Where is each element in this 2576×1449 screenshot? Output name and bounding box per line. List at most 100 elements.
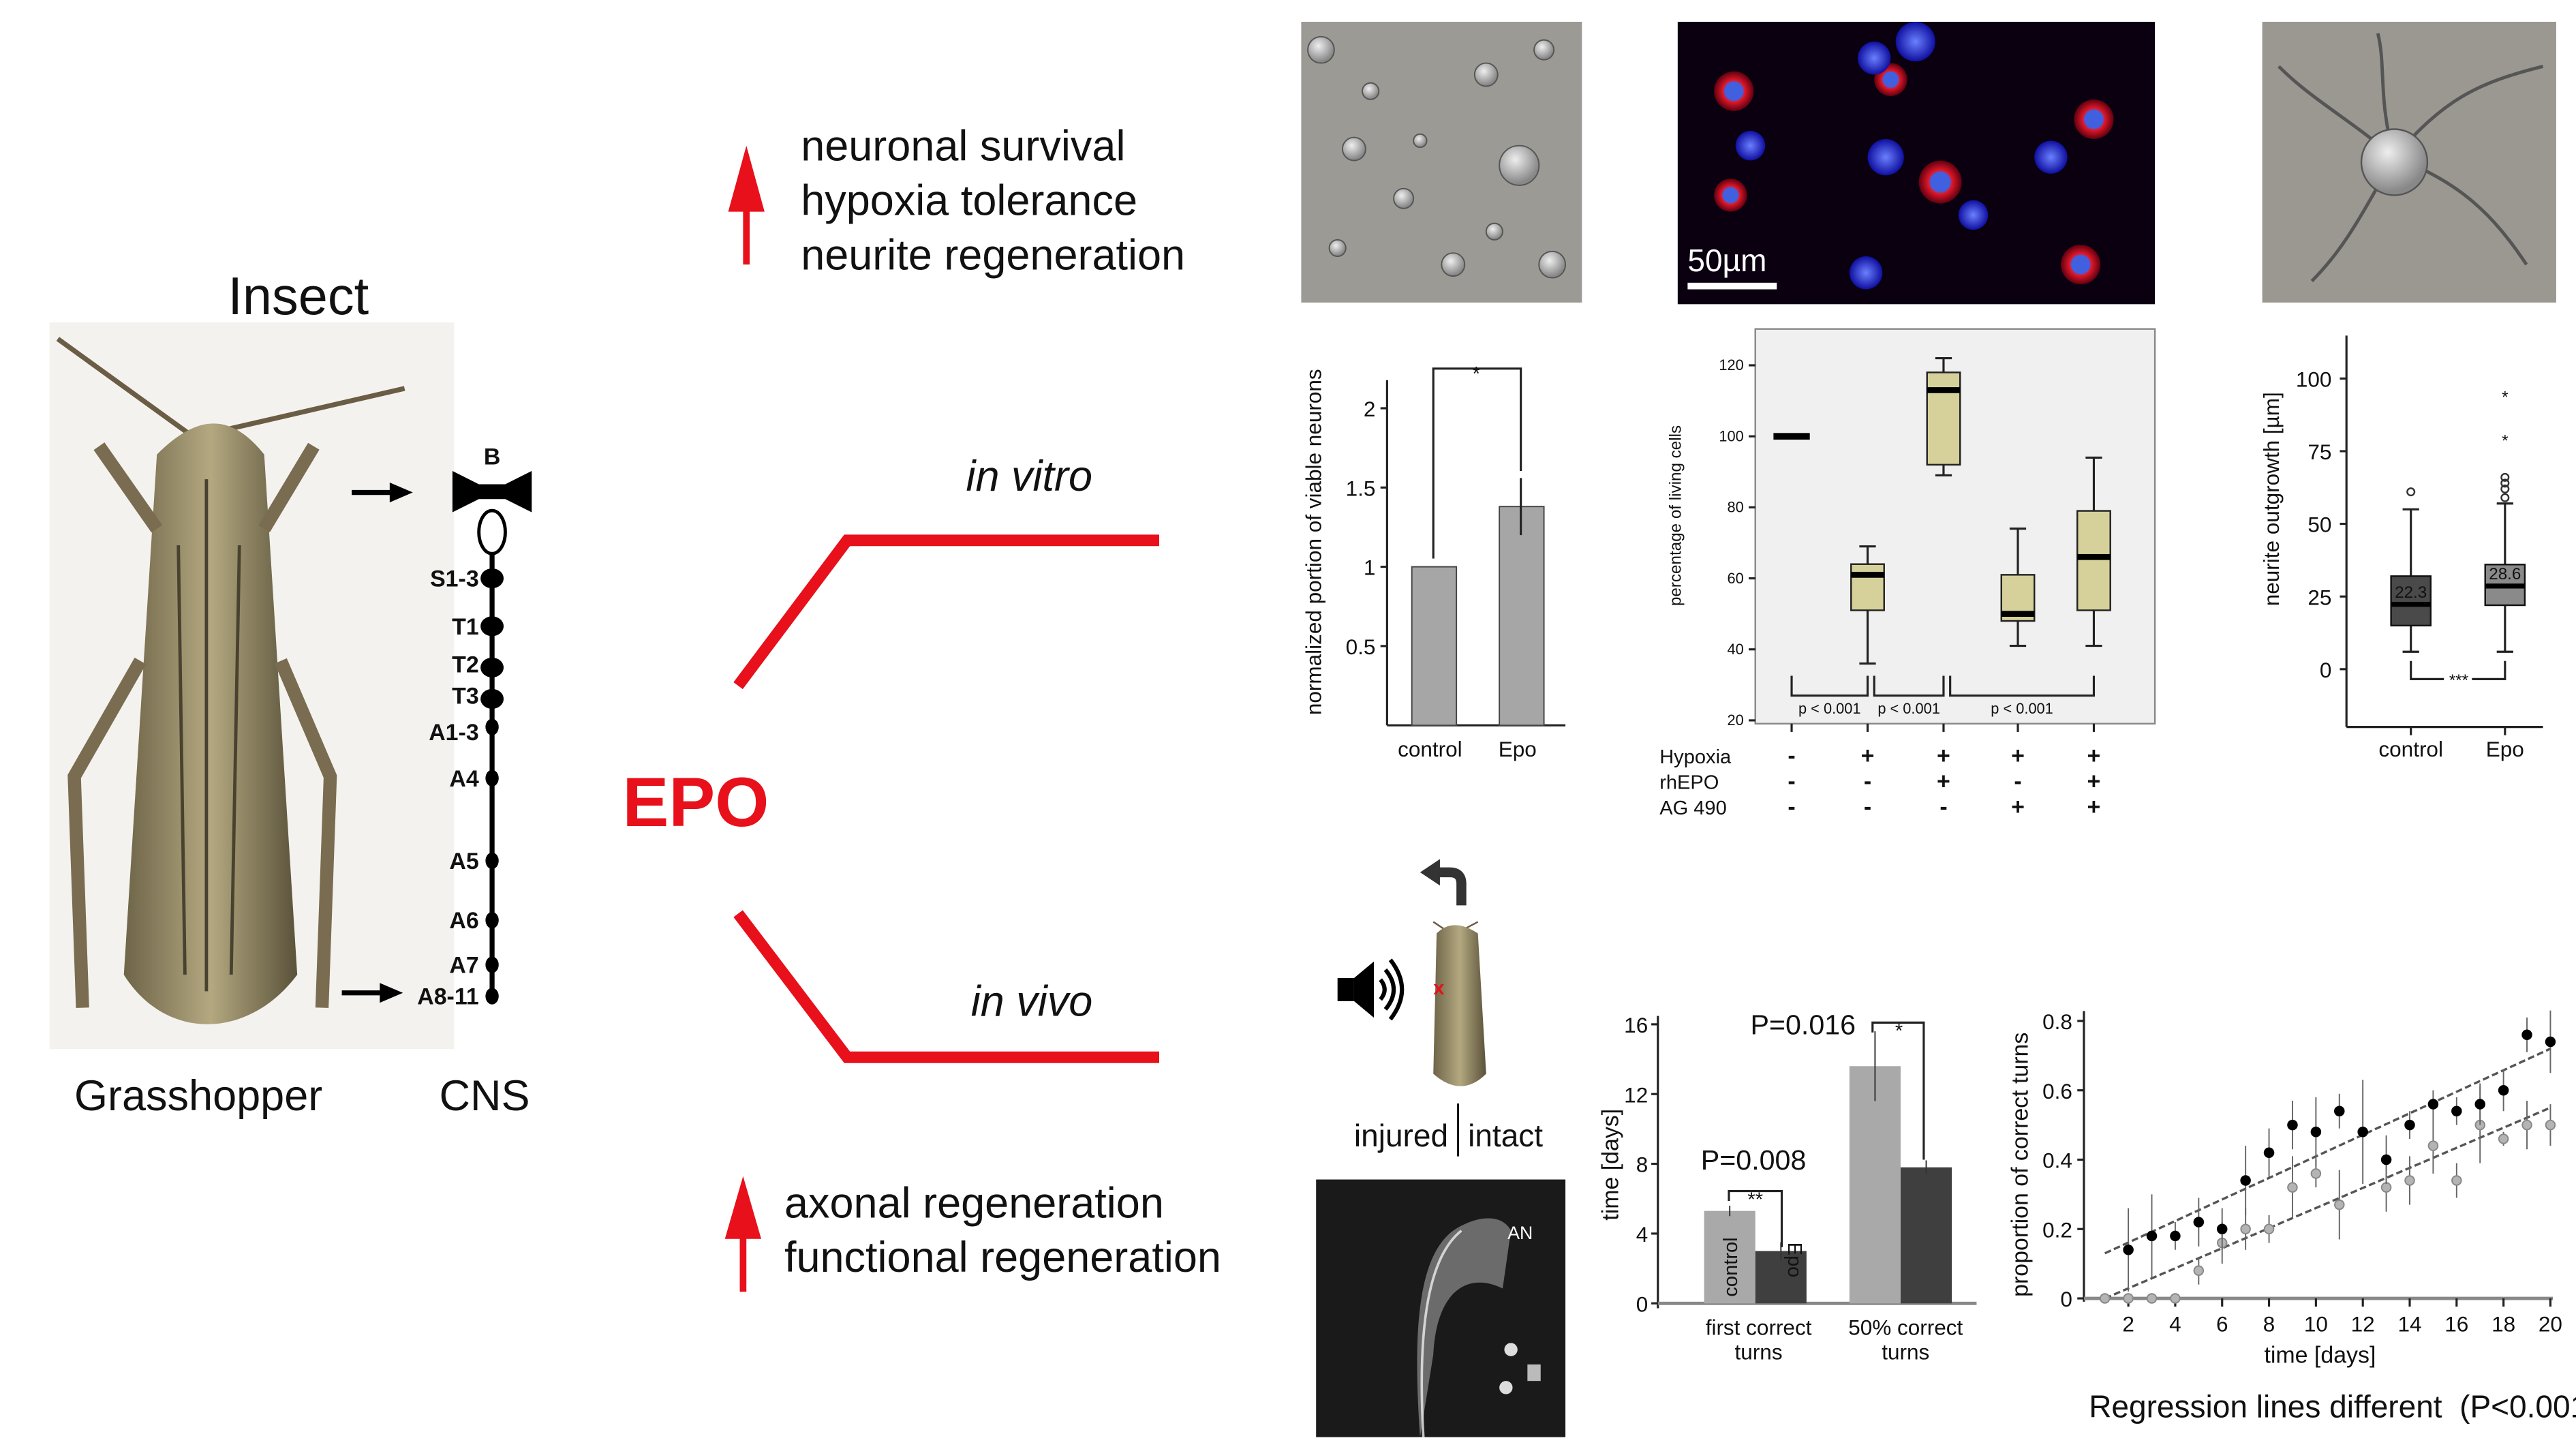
micrograph-epo-neurite — [2262, 21, 2556, 303]
condition-sign: - — [1788, 794, 1795, 820]
cell — [1341, 136, 1366, 162]
condition-label: AG 490 — [1659, 797, 1727, 819]
y-tick-label: 25 — [2307, 585, 2331, 609]
x-tick-label: 12 — [2351, 1311, 2375, 1336]
x-tick-label: control — [1398, 737, 1462, 761]
data-point-control — [2545, 1119, 2556, 1131]
significance-bracket — [1871, 1021, 1925, 1160]
condition-sign: + — [2011, 743, 2025, 769]
x-axis-label: time [days] — [2264, 1343, 2376, 1369]
data-point-control — [2521, 1119, 2532, 1131]
scale-bar-label: 50µm — [1687, 243, 1766, 278]
cns-ganglion-label: A4 — [449, 766, 478, 792]
x-tick-label: 4 — [2169, 1311, 2181, 1336]
cns-ganglion — [485, 718, 499, 735]
in-vivo-branch-line — [733, 910, 1159, 1063]
pvalue-label: p < 0.001 — [1877, 700, 1940, 717]
cns-ganglion — [480, 688, 504, 709]
outlier — [2500, 484, 2510, 493]
cell — [1362, 82, 1380, 100]
y-tick-label: 20 — [1728, 712, 1744, 729]
x-tick-label: 10 — [2304, 1311, 2328, 1336]
condition-sign: + — [1937, 768, 1950, 794]
cns-ganglion-label: A7 — [449, 953, 478, 979]
data-point-control — [2380, 1182, 2392, 1193]
blue-cell — [1958, 200, 1989, 230]
y-tick-label: 1 — [1364, 555, 1376, 580]
condition-sign: + — [1937, 743, 1950, 769]
significance-bracket — [1728, 1189, 1783, 1247]
y-tick-label: 2 — [1364, 397, 1376, 421]
pvalue-bracket — [1949, 675, 2096, 697]
effect-functional-regeneration: functional regeneration — [784, 1234, 1221, 1281]
y-tick-label: 1.5 — [1346, 476, 1376, 500]
data-point-Epo — [2310, 1127, 2322, 1138]
y-tick-label: 60 — [1728, 570, 1744, 587]
cns-ganglion-label: T2 — [452, 652, 479, 678]
data-point-control — [2170, 1293, 2181, 1304]
y-axis-label: percentage of living cells — [1667, 425, 1685, 606]
significance-label: ** — [1747, 1189, 1763, 1210]
blue-cell — [1867, 139, 1904, 176]
data-point-Epo — [2240, 1175, 2251, 1186]
x-tick-label: 14 — [2397, 1311, 2421, 1336]
grasshopper-small-photo — [1432, 921, 1486, 1086]
significance-bracket — [1432, 367, 1522, 559]
cns-ganglion-label: A8-11 — [417, 984, 478, 1010]
bar-Epo — [1900, 1167, 1952, 1304]
in-vivo-label: in vivo — [971, 978, 1093, 1026]
x-tick-label: Epo — [2486, 737, 2524, 761]
blue-cell — [1849, 256, 1883, 290]
blue-cell — [1895, 21, 1935, 62]
data-point-Epo — [2193, 1217, 2205, 1227]
label-bg — [2444, 669, 2472, 684]
box-median — [2485, 583, 2525, 589]
significance-label: * — [1895, 1020, 1903, 1042]
data-point-control — [2193, 1265, 2205, 1277]
pvalue-label: p < 0.001 — [1991, 700, 2053, 717]
data-point-Epo — [2263, 1147, 2275, 1159]
intact-label: intact — [1468, 1118, 1543, 1153]
x-tick-label: 20 — [2539, 1311, 2562, 1336]
data-point-Epo — [2451, 1105, 2462, 1116]
data-point-control — [2334, 1199, 2345, 1210]
chart-neurite-outgrowth: 025507510022.3control28.6**Epo***neurite… — [2259, 335, 2543, 761]
in-vitro-label: in vitro — [966, 453, 1093, 500]
bar-inline-label: Epo — [1783, 1242, 1805, 1278]
x-tick-label: 18 — [2491, 1311, 2515, 1336]
pvalue-label: P=0.016 — [1750, 1009, 1856, 1040]
y-tick-label: 120 — [1719, 356, 1743, 373]
injury-marker-icon: x — [1433, 977, 1444, 999]
y-tick-label: 0.5 — [1346, 635, 1376, 659]
cns-ganglion-label: A1-3 — [429, 720, 479, 746]
cns-ganglion-label: B — [484, 444, 501, 470]
box — [1850, 563, 1885, 611]
scale-bar — [1687, 282, 1777, 290]
data-point-Epo — [2123, 1245, 2134, 1255]
outlier — [2500, 493, 2510, 502]
regression-caption: Regression lines different (P<0.001) — [2089, 1388, 2576, 1424]
condition-sign: - — [1788, 743, 1795, 769]
significance-label: * — [1473, 363, 1480, 385]
grasshopper-photo — [49, 322, 455, 1050]
cell — [1307, 35, 1335, 64]
y-axis-label: neurite outgrowth [µm] — [2259, 392, 2284, 606]
box — [1926, 371, 1961, 466]
bar-inline-label: control — [1720, 1237, 1742, 1296]
pvalue-bracket — [1790, 675, 1869, 697]
extreme-marker: * — [2502, 388, 2509, 407]
y-tick-label: 8 — [1636, 1153, 1649, 1177]
x-tick-label: Epo — [1499, 737, 1537, 761]
cell — [1413, 133, 1428, 149]
up-arrow-in-vitro-icon — [728, 145, 765, 265]
data-point-Epo — [2474, 1099, 2485, 1110]
cell — [1533, 39, 1555, 61]
cns-ganglion — [480, 616, 504, 637]
blue-cell — [1857, 42, 1891, 75]
data-point-Epo — [2287, 1119, 2298, 1131]
